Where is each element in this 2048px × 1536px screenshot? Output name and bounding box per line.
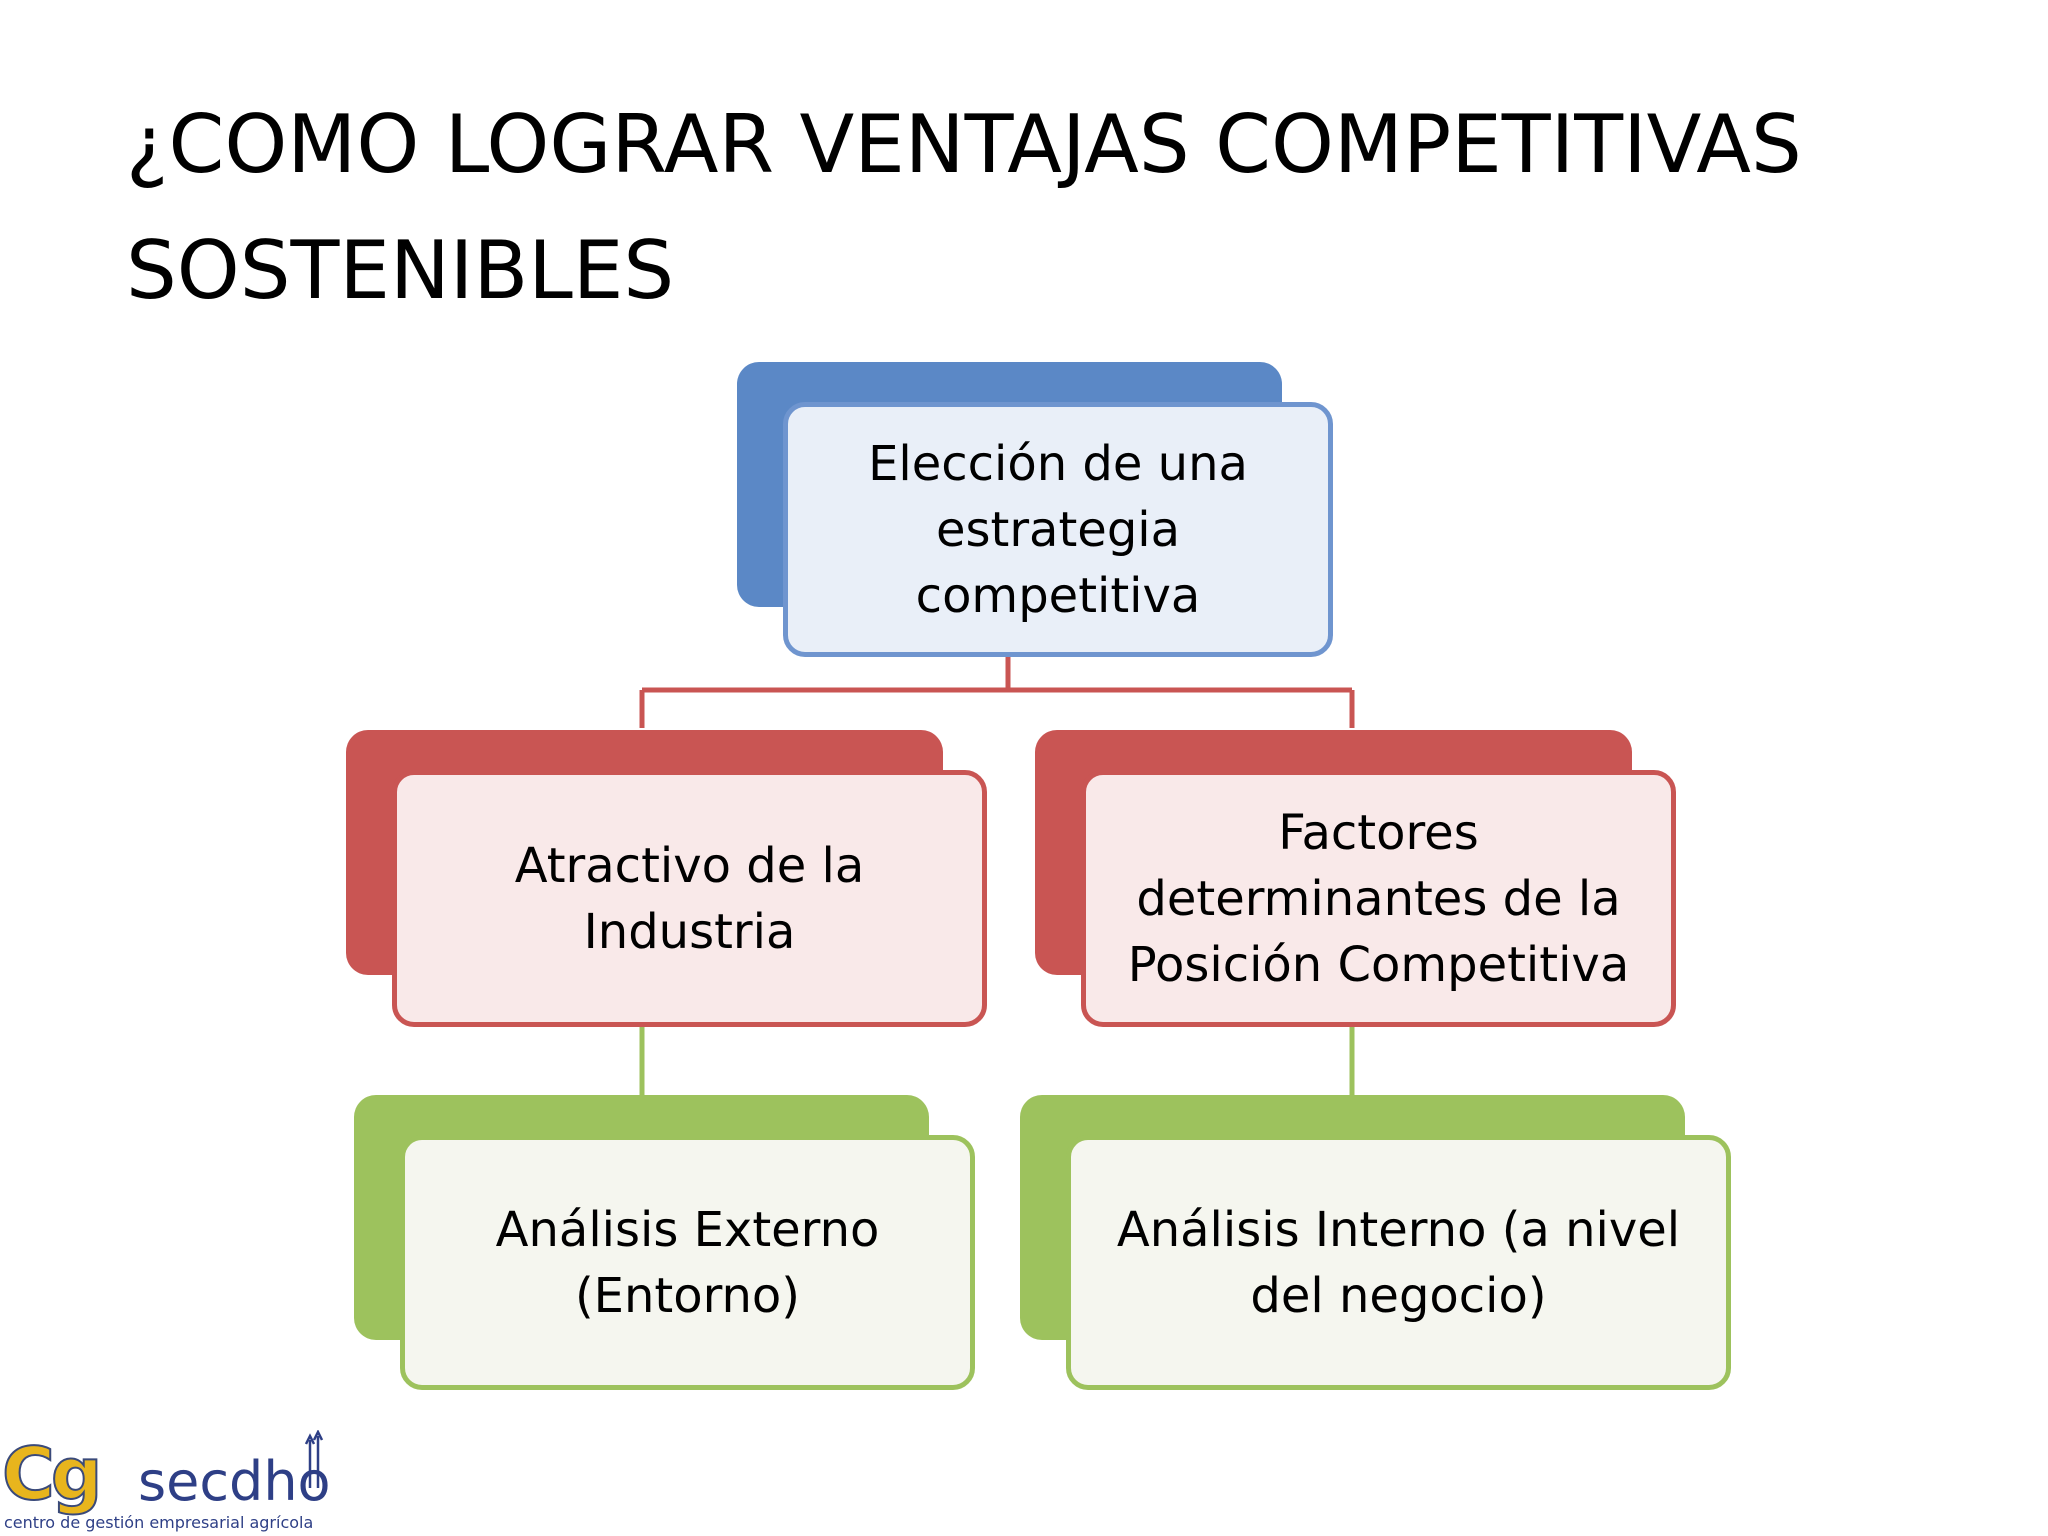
node-front-shape: Atractivo de la Industria <box>392 770 987 1027</box>
logo-name: secdho <box>138 1450 331 1513</box>
node-front-shape: Factores determinantes de la Posición Co… <box>1081 770 1676 1027</box>
node-label: Análisis Externo (Entorno) <box>495 1201 880 1324</box>
company-logo: Cg secdho centro de gestión empresarial … <box>0 1430 420 1532</box>
node-label: Elección de una estrategia competitiva <box>868 435 1248 624</box>
node-label: Atractivo de la Industria <box>514 837 865 960</box>
node-front-shape: Elección de una estrategia competitiva <box>783 402 1333 657</box>
node-front-shape: Análisis Interno (a nivel del negocio) <box>1066 1135 1731 1390</box>
node-label: Factores determinantes de la Posición Co… <box>1127 804 1630 993</box>
logo-mark: Cg <box>1 1432 103 1516</box>
arrows-up-icon <box>304 1430 324 1488</box>
slide-title: ¿COMO LOGRAR VENTAJAS COMPETITIVAS SOSTE… <box>126 98 1802 317</box>
node-label: Análisis Interno (a nivel del negocio) <box>1116 1201 1681 1324</box>
node-front-shape: Análisis Externo (Entorno) <box>400 1135 975 1390</box>
logo-tagline: centro de gestión empresarial agrícola <box>4 1513 314 1532</box>
